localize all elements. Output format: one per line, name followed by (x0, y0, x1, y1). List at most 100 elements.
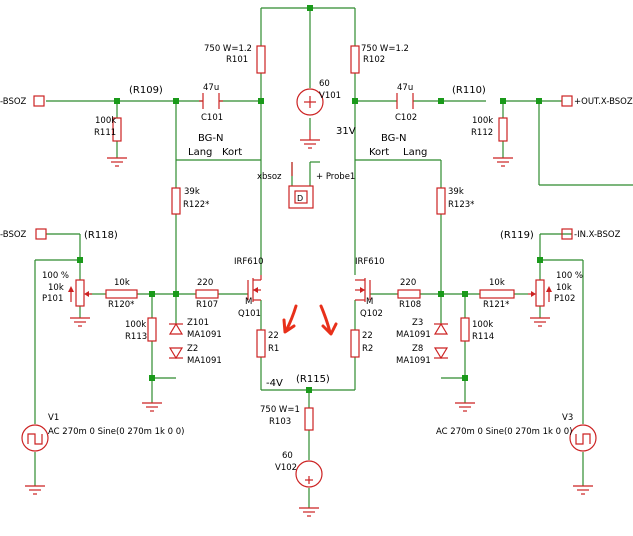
switch-right-labels: BG-N Kort Lang (369, 133, 427, 158)
r112-name: R112 (471, 128, 493, 138)
r108-value: 220 (400, 278, 416, 288)
z8-part: MA1091 (396, 356, 431, 366)
ground-v1 (25, 485, 45, 495)
p101-name: P101 (42, 294, 63, 304)
ground-v102 (299, 507, 319, 517)
net-r115: (R115) (296, 374, 330, 385)
potentiometer-p102: 100 % 10k P102 (528, 271, 583, 307)
junction-dots (77, 5, 543, 393)
port-bsoz-mid-left: -BSOZ (0, 228, 47, 240)
z101-name: Z101 (187, 318, 209, 328)
resistor-r113: 100k R113 (125, 317, 157, 342)
svg-text:D: D (297, 194, 303, 203)
switch-right-lang: Lang (403, 147, 427, 158)
q102-m: M (366, 297, 373, 307)
ground-p101 (70, 317, 90, 327)
v102-name: V102 (275, 463, 297, 473)
r103-value: 750 W=1 (260, 405, 300, 415)
resistor-r120: 10k R120* (105, 278, 138, 310)
r101-name: R101 (226, 55, 248, 65)
r107-name: R107 (196, 300, 218, 310)
r113-value: 100k (125, 320, 146, 330)
ground-symbols (25, 130, 593, 517)
v3-spec: AC 270m 0 Sine(0 270m 1k 0 0) (436, 427, 573, 437)
resistor-r121: 10k R121* (479, 278, 515, 310)
probe-probe1-label: + Probe1 (316, 172, 355, 182)
r123-value: 39k (448, 187, 464, 197)
resistor-r1: 22 R1 (256, 329, 279, 358)
resistor-r103: 750 W=1 R103 (260, 405, 314, 431)
ground-r113 (142, 402, 162, 412)
r2-value: 22 (362, 331, 373, 341)
z8-name: Z8 (412, 344, 423, 354)
v1-spec: AC 270m 0 Sine(0 270m 1k 0 0) (48, 427, 185, 437)
c102-name: C102 (395, 113, 417, 123)
resistor-r114: 100k R114 (460, 317, 494, 342)
ground-p102 (530, 317, 550, 327)
z3-name: Z3 (412, 318, 423, 328)
port-in-bsoz: -IN.X-BSOZ (561, 228, 621, 240)
probe-xbsoz-label: xbsoz (257, 172, 282, 182)
r107-value: 220 (197, 278, 213, 288)
r122-name: R122* (183, 200, 209, 210)
ground-r111 (107, 157, 127, 167)
r2-name: R2 (362, 344, 373, 354)
net-r118: (R118) (84, 230, 118, 241)
net-31v: 31V (336, 126, 356, 137)
dc-source-v102: 60 V102 (275, 451, 323, 488)
z101-part: MA1091 (187, 330, 222, 340)
resistor-r122: 39k R122* (171, 187, 209, 215)
resistor-r112: 100k R112 (471, 116, 508, 142)
r121-name: R121* (483, 300, 509, 310)
resistor-r101: 750 W=1.2 R101 (204, 44, 266, 74)
arrow-right-head (321, 322, 338, 336)
zener-pair-left: Z101 MA1091 Z2 MA1091 (168, 318, 222, 366)
r120-name: R120* (108, 300, 134, 310)
port-in-bsoz-label: -IN.X-BSOZ (574, 230, 621, 240)
resistor-r102: 750 W=1.2 R102 (350, 44, 409, 74)
c101-name: C101 (201, 113, 223, 123)
q101-part: IRF610 (234, 257, 264, 267)
r121-value: 10k (489, 278, 505, 288)
switch-left-labels: BG-N Lang Kort (188, 133, 242, 158)
r111-value: 100k (95, 116, 116, 126)
v1-name: V1 (48, 413, 59, 423)
r103-name: R103 (269, 417, 291, 427)
port-out-bsoz: +OUT.X-BSOZ (561, 95, 633, 107)
switch-right-name: BG-N (381, 133, 407, 144)
v101-value: 60 (319, 79, 330, 89)
port-bsoz-top-left-label: -BSOZ (0, 97, 27, 107)
zener-pair-right: Z3 MA1091 Z8 MA1091 (396, 318, 449, 366)
hand-drawn-arrows (282, 304, 338, 336)
r111-name: R111 (94, 128, 116, 138)
net-neg4v: -4V (266, 378, 283, 389)
mosfet-q102: IRF610 M Q102 (355, 257, 385, 319)
p101-value: 10k (48, 283, 64, 293)
ground-v3 (573, 485, 593, 495)
r1-name: R1 (268, 344, 279, 354)
r122-value: 39k (184, 187, 200, 197)
z2-part: MA1091 (187, 356, 222, 366)
net-r119: (R119) (500, 230, 534, 241)
capacitor-c102: 47u C102 (395, 83, 417, 123)
c101-value: 47u (203, 83, 219, 93)
r102-name: R102 (363, 55, 385, 65)
r113-name: R113 (125, 332, 147, 342)
resistor-r123: 39k R123* (436, 187, 474, 215)
ground-v101 (300, 130, 320, 149)
net-r110: (R110) (452, 85, 486, 96)
z2-name: Z2 (187, 344, 198, 354)
z3-part: MA1091 (396, 330, 431, 340)
net-labels: (R109) (R110) (R118) (R119) (R115) 31V -… (84, 85, 534, 389)
q102-part: IRF610 (355, 257, 385, 267)
resistor-r107: 220 R107 (195, 278, 219, 310)
r112-value: 100k (472, 116, 493, 126)
resistor-r111: 100k R111 (94, 116, 122, 142)
r108-name: R108 (399, 300, 421, 310)
switch-left-lang: Lang (188, 147, 212, 158)
p101-pct: 100 % (42, 271, 69, 281)
potentiometer-p101: 100 % 10k P101 (42, 271, 92, 307)
r114-name: R114 (472, 332, 494, 342)
net-r109: (R109) (129, 85, 163, 96)
